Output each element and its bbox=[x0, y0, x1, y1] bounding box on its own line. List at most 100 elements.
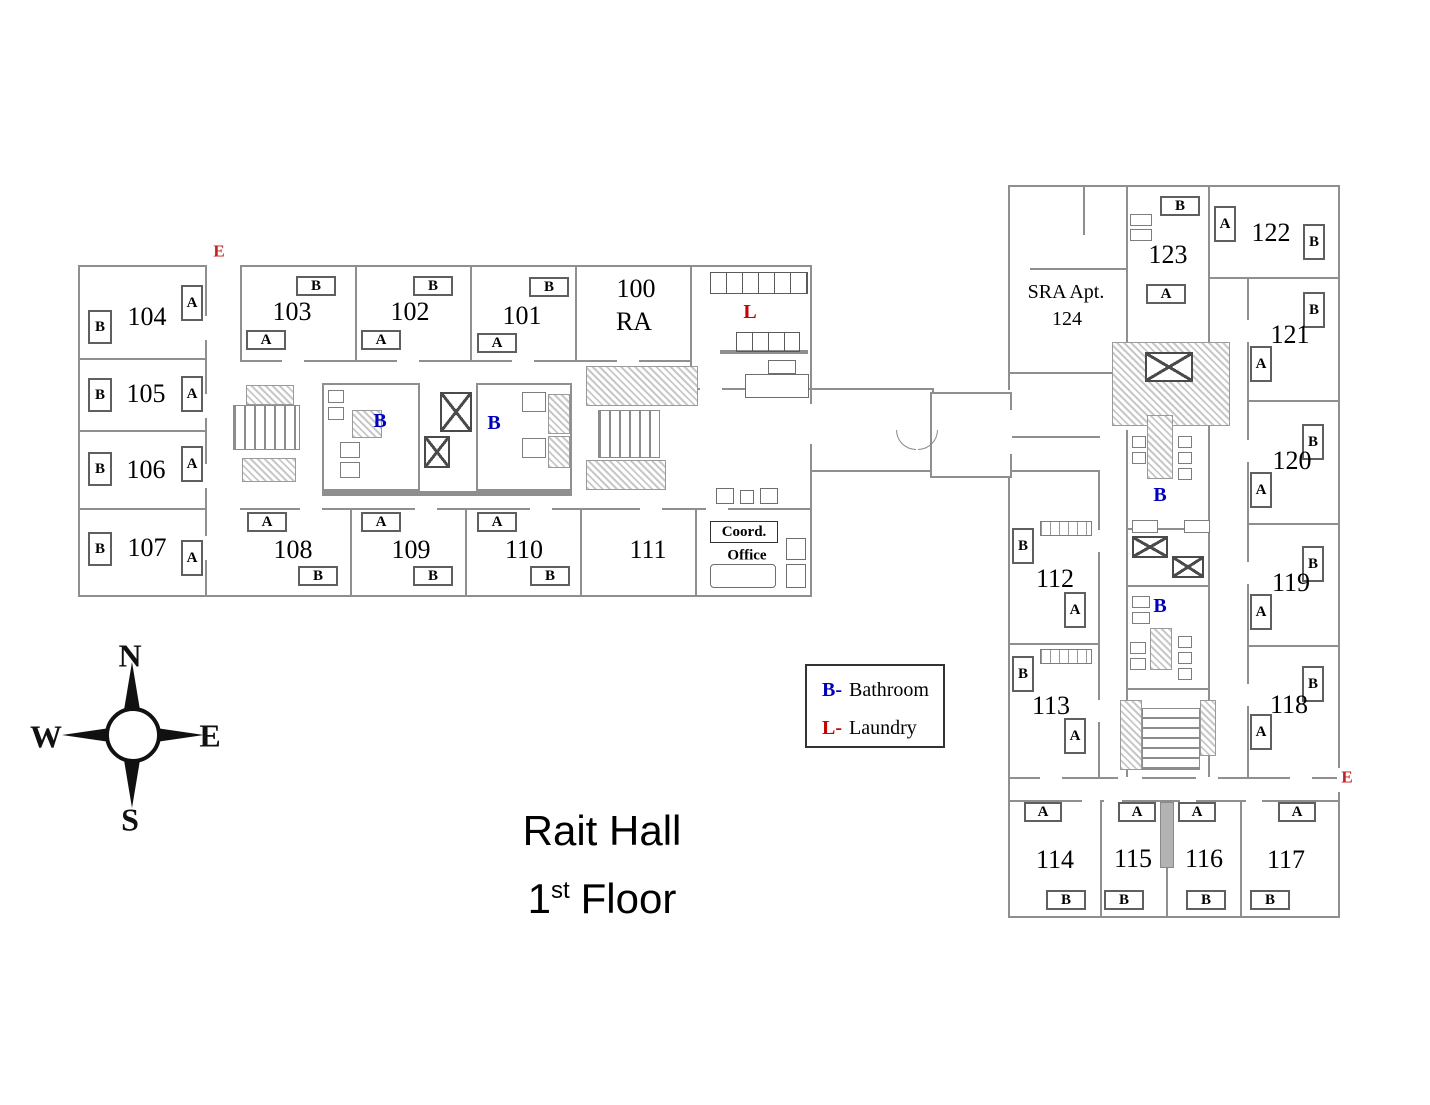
table bbox=[740, 490, 754, 504]
staircase bbox=[598, 410, 660, 458]
bed-letter: B bbox=[94, 386, 105, 403]
utility-shaft bbox=[440, 392, 472, 432]
laundry-symbol: L bbox=[743, 301, 757, 323]
door-opening bbox=[1247, 320, 1249, 342]
door-opening bbox=[1247, 684, 1249, 706]
staircase bbox=[1142, 708, 1200, 770]
wall bbox=[240, 360, 692, 362]
room-117-label: 117 bbox=[1266, 845, 1306, 874]
bed-b-label: B bbox=[88, 378, 112, 412]
door-opening bbox=[1118, 777, 1142, 779]
bed-b-label: B bbox=[1160, 196, 1200, 216]
bed-a-label: A bbox=[246, 330, 286, 350]
wall bbox=[322, 491, 572, 496]
bathroom-fixture bbox=[1178, 668, 1192, 680]
stair-landing-hatch bbox=[586, 366, 698, 406]
wall bbox=[465, 510, 467, 597]
door-opening bbox=[1082, 800, 1100, 802]
bathroom-fixture bbox=[340, 462, 360, 478]
room-104-label: 104 bbox=[127, 302, 167, 331]
room-106-label: 106 bbox=[126, 455, 166, 484]
bathroom-fixture bbox=[1132, 452, 1146, 464]
legend-laundry-row: L-Laundry bbox=[822, 717, 943, 740]
bathroom-fixture bbox=[1132, 596, 1150, 608]
coord-office-label-1: Coord. bbox=[721, 523, 767, 540]
wall bbox=[240, 265, 242, 362]
wall bbox=[1247, 645, 1340, 647]
room-111-label: 111 bbox=[629, 535, 667, 564]
wall bbox=[695, 510, 697, 597]
wall bbox=[580, 510, 582, 597]
wall bbox=[1240, 802, 1242, 916]
bed-b-label: B bbox=[298, 566, 338, 586]
bed-a-label: A bbox=[181, 285, 203, 321]
wall bbox=[1008, 643, 1100, 645]
bathroom-fixture bbox=[1178, 636, 1192, 648]
compass-north-label: N bbox=[118, 637, 142, 674]
chair bbox=[716, 488, 734, 504]
wall bbox=[1208, 185, 1210, 777]
bed-b-label: B bbox=[1302, 546, 1324, 582]
bed-b-label: B bbox=[530, 566, 570, 586]
bed-letter: B bbox=[544, 567, 555, 584]
bed-letter: A bbox=[1291, 803, 1303, 820]
corridor-segment bbox=[930, 392, 1012, 478]
wall bbox=[1247, 523, 1340, 525]
bed-letter: B bbox=[310, 277, 321, 294]
room-122-label: 122 bbox=[1251, 218, 1291, 247]
door-opening bbox=[1247, 440, 1249, 462]
bed-letter: A bbox=[186, 549, 198, 566]
bed-letter: B bbox=[1307, 555, 1318, 572]
bed-b-label: B bbox=[88, 310, 112, 344]
utility-shaft bbox=[1172, 556, 1204, 578]
utility-shaft bbox=[424, 436, 450, 468]
door-opening bbox=[810, 404, 814, 444]
bathroom-fixture bbox=[522, 392, 546, 412]
legend-bathroom-row: B-Bathroom bbox=[822, 679, 943, 702]
dresser bbox=[1040, 649, 1092, 664]
wall bbox=[1008, 436, 1100, 438]
bed-a-label: A bbox=[361, 330, 401, 350]
door-opening bbox=[1247, 562, 1249, 584]
closet-shelf bbox=[1130, 214, 1152, 226]
door-opening bbox=[300, 508, 322, 510]
bed-a-label: A bbox=[247, 512, 287, 532]
room-123-label: 123 bbox=[1148, 240, 1188, 269]
door-opening bbox=[1180, 800, 1196, 802]
bed-a-label: A bbox=[1146, 284, 1186, 304]
bed-b-label: B bbox=[1250, 890, 1290, 910]
room-120-label: 120 bbox=[1272, 446, 1312, 475]
shower-hatch bbox=[1147, 415, 1173, 479]
bathroom-fixture bbox=[1178, 436, 1192, 448]
bed-letter: B bbox=[1307, 675, 1318, 692]
exit-opening bbox=[207, 264, 240, 268]
bed-a-label: A bbox=[181, 376, 203, 412]
door-opening bbox=[640, 508, 662, 510]
bed-letter: A bbox=[1255, 723, 1267, 740]
room-118-label: 118 bbox=[1269, 690, 1309, 719]
building-name: Rait Hall bbox=[522, 807, 682, 854]
utility-chase bbox=[1160, 802, 1174, 868]
legend-laundry-label: Laundry bbox=[849, 717, 917, 739]
door-opening bbox=[1246, 800, 1262, 802]
room-110-label: 110 bbox=[504, 535, 544, 564]
exit-label: E bbox=[213, 241, 225, 261]
wall bbox=[690, 265, 692, 390]
bed-a-label: A bbox=[1118, 802, 1156, 822]
shower-hatch bbox=[548, 436, 570, 468]
bed-letter: B bbox=[543, 278, 554, 295]
bed-b-label: B bbox=[413, 566, 453, 586]
sra-apartment-label-1: SRA Apt. bbox=[1027, 281, 1105, 303]
room-115-label: 115 bbox=[1113, 844, 1153, 873]
bed-a-label: A bbox=[181, 446, 203, 482]
bed-b-label: B bbox=[1302, 424, 1324, 460]
compass-rose: N S W E bbox=[28, 637, 238, 840]
wall bbox=[1247, 400, 1340, 402]
wall bbox=[575, 265, 577, 360]
wall bbox=[1126, 185, 1128, 390]
room-119-label: 119 bbox=[1271, 568, 1311, 597]
compass-west-pointer bbox=[62, 728, 110, 742]
chair bbox=[786, 564, 806, 588]
